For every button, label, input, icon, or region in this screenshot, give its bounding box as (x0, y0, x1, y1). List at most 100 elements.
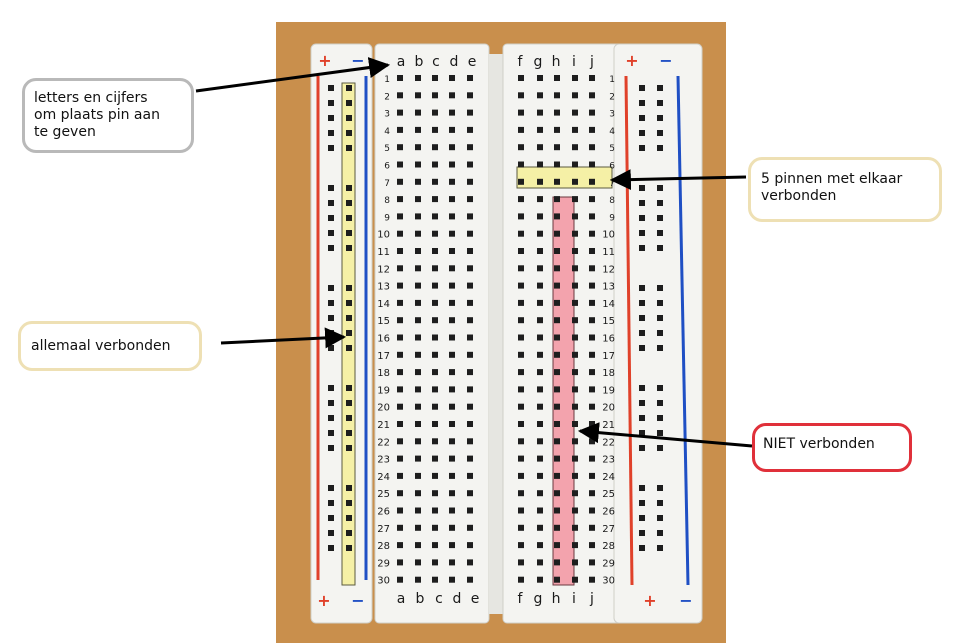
row-number-right: 15 (602, 316, 615, 327)
terminal-hole (415, 421, 421, 427)
terminal-hole (518, 317, 524, 324)
terminal-hole (537, 144, 543, 151)
rail-hole (657, 185, 663, 191)
row-number-right: 23 (602, 455, 615, 466)
terminal-hole (449, 75, 455, 81)
terminal-hole (415, 213, 421, 220)
terminal-hole (572, 386, 578, 393)
row-number-left: 19 (377, 385, 390, 396)
rail-hole (346, 285, 352, 291)
terminal-hole (554, 317, 560, 324)
rail-hole (328, 485, 334, 491)
row-number-right: 30 (602, 576, 615, 587)
terminal-hole (432, 576, 438, 583)
terminal-hole (589, 507, 595, 514)
terminal-hole (397, 178, 403, 185)
rail-hole (346, 385, 352, 391)
row-number-left: 30 (377, 576, 390, 587)
terminal-hole (432, 109, 438, 116)
terminal-hole (467, 403, 473, 410)
terminal-hole (518, 213, 524, 220)
terminal-hole (537, 126, 543, 133)
rail-hole (639, 500, 645, 506)
terminal-hole (449, 490, 455, 497)
rail-hole (639, 315, 645, 321)
terminal-hole (554, 109, 560, 116)
rail-hole (657, 430, 663, 436)
terminal-hole (518, 196, 524, 203)
rail-hole (657, 85, 663, 91)
highlight-row-7 (516, 166, 613, 189)
rail-hole (639, 285, 645, 291)
terminal-hole (449, 403, 455, 410)
rail-hole (657, 315, 663, 321)
terminal-hole (572, 230, 578, 237)
terminal-hole (397, 421, 403, 427)
row-number-left: 15 (377, 316, 390, 327)
rail-hole (328, 545, 334, 551)
rail-hole (346, 145, 352, 151)
row-number-left: 8 (384, 196, 390, 206)
terminal-hole (415, 109, 421, 116)
terminal-hole (449, 455, 455, 462)
row-number-left: 14 (377, 299, 390, 310)
rail-hole (657, 545, 663, 551)
terminal-hole (589, 161, 595, 168)
row-number-left: 17 (377, 351, 390, 362)
column-letter-bottom: c (435, 591, 443, 607)
rail-hole (657, 500, 663, 506)
terminal-hole (397, 196, 403, 203)
rail-hole (639, 85, 645, 91)
rail-hole (346, 445, 352, 451)
terminal-hole (467, 317, 473, 324)
terminal-hole (432, 472, 438, 479)
column-letter-top: a (397, 54, 406, 70)
terminal-hole (432, 196, 438, 203)
rail-hole (328, 415, 334, 421)
terminal-hole (518, 178, 524, 185)
terminal-hole (432, 299, 438, 306)
terminal-hole (397, 403, 403, 410)
terminal-hole (432, 92, 438, 99)
terminal-hole (415, 472, 421, 479)
row-number-right: 28 (602, 541, 615, 552)
rail-hole (657, 215, 663, 221)
terminal-hole (449, 230, 455, 237)
terminal-hole (449, 472, 455, 479)
row-number-left: 20 (377, 403, 390, 414)
terminal-hole (572, 472, 578, 479)
terminal-hole (572, 334, 578, 341)
rail-hole (657, 345, 663, 351)
arrow-to-power-column (220, 327, 347, 349)
rail-hole (657, 445, 663, 451)
terminal-hole (415, 576, 421, 583)
terminal-hole (449, 109, 455, 116)
terminal-hole (589, 282, 595, 289)
terminal-hole (415, 299, 421, 306)
rail-hole (328, 85, 334, 91)
terminal-hole (554, 403, 560, 410)
terminal-hole (415, 403, 421, 410)
terminal-hole (467, 421, 473, 427)
terminal-hole (415, 230, 421, 237)
terminal-hole (415, 386, 421, 393)
terminal-hole (537, 559, 543, 566)
left-top-plus: + (318, 51, 331, 70)
column-letter-bottom: j (589, 591, 594, 607)
terminal-hole (432, 490, 438, 497)
rail-hole (328, 185, 334, 191)
terminal-hole (572, 161, 578, 168)
terminal-hole (572, 455, 578, 462)
arrow-to-row-7 (609, 169, 747, 191)
left-bottom-minus: − (351, 591, 364, 610)
terminal-hole (397, 230, 403, 237)
terminal-hole (397, 265, 403, 272)
rail-hole (346, 200, 352, 206)
terminal-hole (449, 334, 455, 341)
terminal-hole (589, 334, 595, 341)
terminal-hole (554, 144, 560, 151)
terminal-hole (432, 507, 438, 514)
terminal-hole (572, 265, 578, 272)
row-number-left: 16 (377, 334, 390, 345)
rail-hole (639, 230, 645, 236)
